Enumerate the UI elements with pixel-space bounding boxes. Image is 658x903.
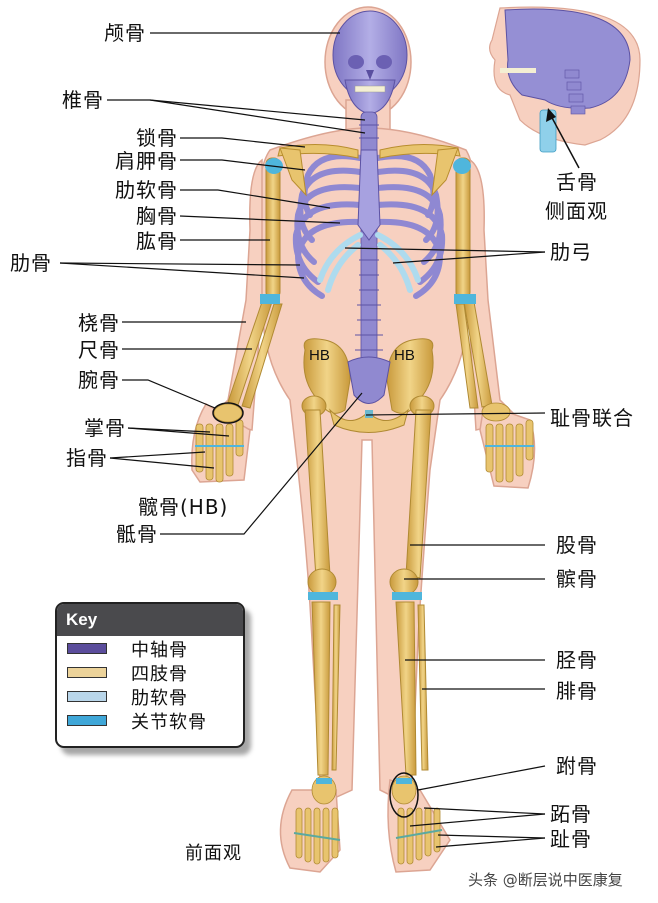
label-costal-cartilage: 肋软骨 xyxy=(115,178,178,202)
hyoid-arrow-head xyxy=(546,108,556,122)
label-fibula: 腓骨 xyxy=(556,679,598,703)
label-humerus: 肱骨 xyxy=(136,229,178,253)
leg-bones xyxy=(301,395,435,776)
teeth xyxy=(354,85,386,93)
label-lateral-view: 侧面观 xyxy=(545,199,608,223)
label-hyoid: 舌骨 xyxy=(556,170,598,194)
hb-mark-left: HB xyxy=(309,347,330,364)
legend-swatch xyxy=(67,691,107,702)
carpal-highlight-ring xyxy=(212,402,244,424)
sacrum-shape xyxy=(347,356,391,404)
leader-lines xyxy=(59,32,546,848)
eye-socket-right xyxy=(376,55,392,69)
watermark: 头条 @断层说中医康复 xyxy=(468,871,623,889)
label-cranium: 颅骨 xyxy=(104,21,146,45)
knee-cartilage-left xyxy=(308,592,338,600)
knee-cartilage-right xyxy=(392,592,422,600)
label-costal-arch: 肋弓 xyxy=(550,240,592,264)
hb-mark-right: HB xyxy=(394,347,415,364)
tarsal-highlight-ring xyxy=(389,772,419,818)
label-tibia: 胫骨 xyxy=(556,648,598,672)
elbow-cartilage-right xyxy=(454,294,476,304)
label-radius: 桡骨 xyxy=(78,311,120,335)
label-scapula: 肩胛骨 xyxy=(115,149,178,173)
label-ribs: 肋骨 xyxy=(10,251,52,275)
label-vertebrae: 椎骨 xyxy=(62,88,104,112)
eye-socket-left xyxy=(348,55,364,69)
view-caption: 前面观 xyxy=(185,843,242,864)
legend-item-appendicular: 四肢骨 xyxy=(57,661,243,685)
sternum-shape xyxy=(357,149,381,241)
label-carpals: 腕骨 xyxy=(78,368,120,392)
label-phalanges-foot: 趾骨 xyxy=(550,827,592,851)
label-clavicle: 锁骨 xyxy=(136,126,178,150)
label-sacrum: 骶骨 xyxy=(116,522,158,546)
label-metatarsals: 跖骨 xyxy=(550,802,592,826)
label-pubic-symphysis: 耻骨联合 xyxy=(550,406,634,430)
legend-swatch xyxy=(67,715,107,726)
pubic-symphysis-cartilage xyxy=(365,410,373,418)
lateral-view-inset xyxy=(489,6,641,153)
legend-key: Key 中轴骨 四肢骨 肋软骨 关节软骨 xyxy=(55,602,245,748)
shoulder-cartilage-right xyxy=(453,158,471,174)
elbow-cartilage-left xyxy=(260,294,280,304)
legend-swatch xyxy=(67,667,107,678)
legend-item-costal-cartilage: 肋软骨 xyxy=(57,685,243,709)
label-tarsals: 跗骨 xyxy=(556,754,598,778)
clavicles xyxy=(277,143,461,197)
label-sternum: 胸骨 xyxy=(136,204,178,228)
legend-item-axial: 中轴骨 xyxy=(57,637,243,661)
legend-item-articular-cartilage: 关节软骨 xyxy=(57,709,243,733)
legend-title: Key xyxy=(57,604,243,636)
label-phalanges-hand: 指骨 xyxy=(66,446,108,470)
label-metacarpals: 掌骨 xyxy=(84,416,126,440)
rib-cage xyxy=(292,153,446,299)
label-ulna: 尺骨 xyxy=(78,338,120,362)
pelvis xyxy=(303,338,434,433)
legend-swatch xyxy=(67,643,107,654)
label-hip-bone: 髋骨(HB) xyxy=(138,495,229,519)
label-femur: 股骨 xyxy=(556,533,598,557)
hand-bones xyxy=(195,402,534,483)
label-patella: 髌骨 xyxy=(556,567,598,591)
